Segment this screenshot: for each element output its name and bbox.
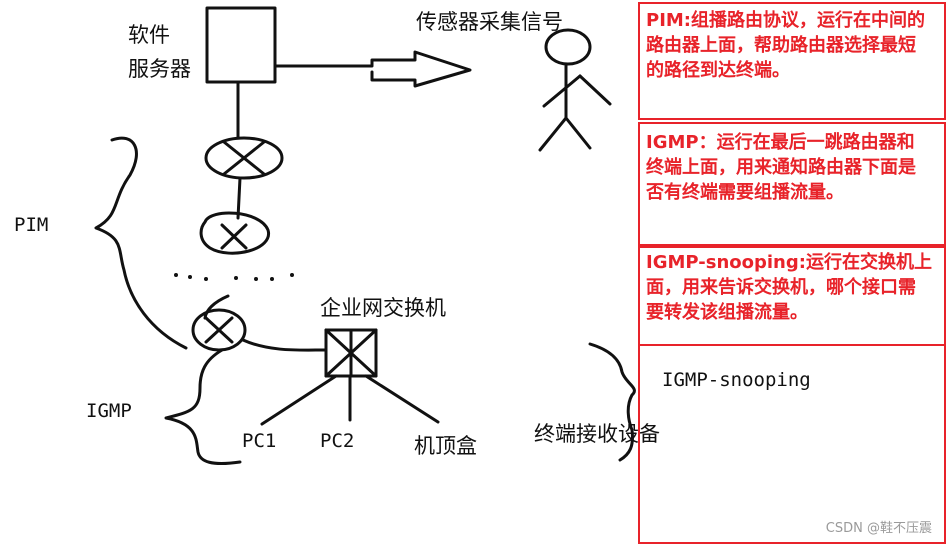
router-2 <box>199 211 270 255</box>
pc1-label: PC1 <box>242 430 277 452</box>
igmp-note-box <box>638 122 946 246</box>
igmp-snooping-note-text: IGMP-snooping:运行在交换机上面，用来告诉交换机，哪个接口需要转发该… <box>646 252 932 323</box>
arrow-to-sensor <box>274 50 472 88</box>
router-1 <box>204 136 284 180</box>
enterprise-switch-label: 企业网交换机 <box>320 296 446 320</box>
software-server-label: 软件 服务器 <box>128 23 191 81</box>
terminal-brace <box>588 342 636 462</box>
enterprise-switch-icon <box>324 328 378 378</box>
pim-note-box <box>638 2 946 120</box>
pim-brace <box>94 136 188 350</box>
igmp-note-text: IGMP：运行在最后一跳路由器和终端上面，用来通知路由器下面是否有终端需要组播流… <box>646 132 916 203</box>
sensor-person-figure <box>538 28 612 152</box>
pim-label: PIM <box>14 214 49 236</box>
software-server-box <box>205 6 277 84</box>
sensor-signal-label: 传感器采集信号 <box>416 10 563 34</box>
igmp-brace <box>164 348 242 466</box>
igmp-snooping-label: IGMP-snooping <box>662 369 811 391</box>
pc2-label: PC2 <box>320 430 355 452</box>
pim-note-text: PIM:组播路由协议，运行在中间的路由器上面，帮助路由器选择最短的路径到达终端。 <box>646 10 925 81</box>
router-3 <box>191 308 247 352</box>
igmp-label: IGMP <box>86 400 132 422</box>
set-top-box-label: 机顶盒 <box>414 434 477 458</box>
csdn-watermark: CSDN @鞋不压震 <box>825 521 932 536</box>
terminal-device-box <box>638 344 946 544</box>
